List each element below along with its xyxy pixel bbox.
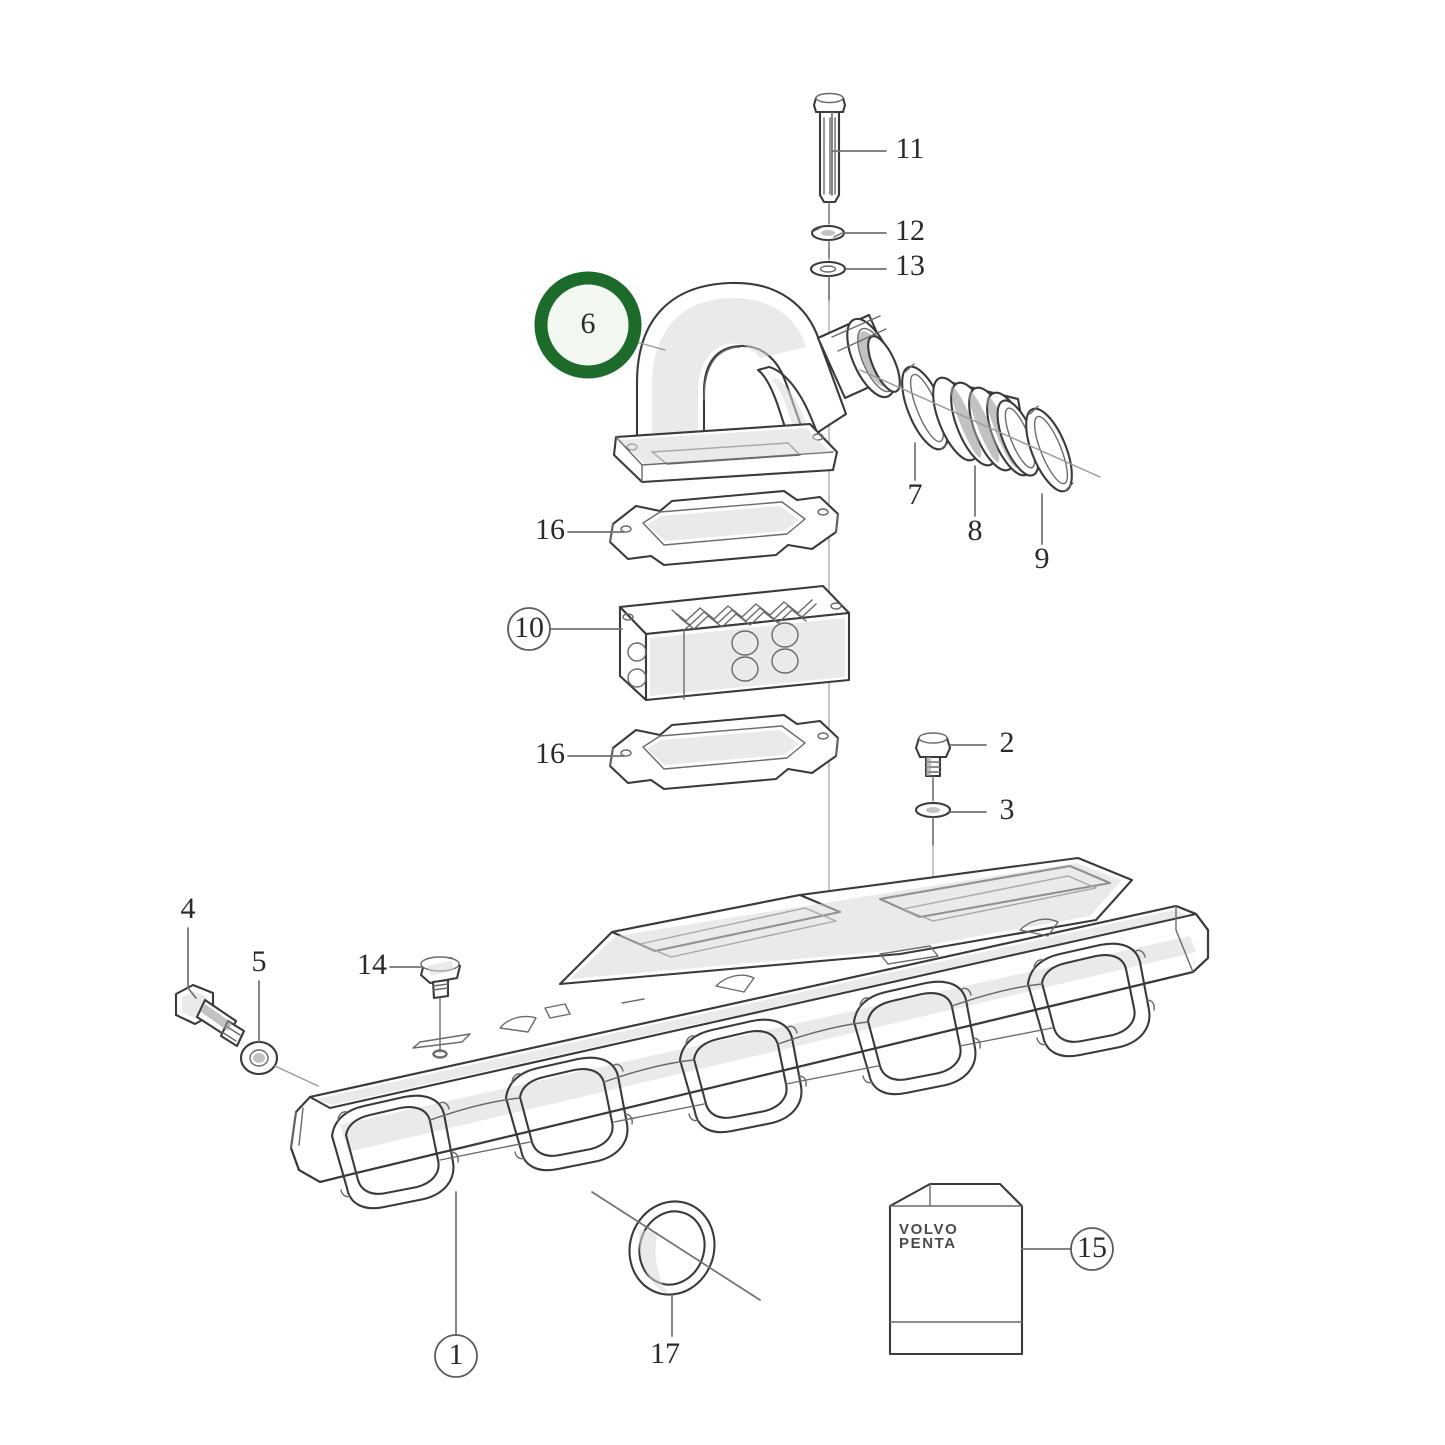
svg-text:10: 10	[514, 611, 544, 644]
part-hex-bolt	[174, 983, 246, 1048]
package-brand-line1: VOLVO	[899, 1221, 958, 1238]
manifold-port	[330, 1094, 459, 1210]
callout-3[interactable]: 3	[1000, 793, 1015, 826]
part-upper-gasket	[608, 489, 840, 567]
callout-6-highlighted[interactable]: 6	[534, 271, 642, 379]
svg-text:6: 6	[581, 307, 596, 340]
callout-16-upper[interactable]: 16	[535, 513, 565, 546]
callout-8[interactable]: 8	[968, 514, 983, 547]
part-flange-bolt	[914, 732, 952, 801]
svg-text:9: 9	[1035, 542, 1050, 575]
part-flat-washer	[809, 260, 847, 301]
svg-text:12: 12	[895, 214, 925, 247]
part-lower-gasket	[608, 713, 840, 791]
svg-text:14: 14	[357, 948, 387, 981]
svg-text:7: 7	[908, 478, 923, 511]
part-intake-elbow	[612, 281, 901, 484]
part-hose-clamp-front	[901, 363, 951, 451]
part-lock-washer	[810, 224, 846, 259]
svg-text:13: 13	[895, 249, 925, 282]
highlight-ring	[534, 271, 642, 379]
callout-15[interactable]: 15	[1070, 1227, 1114, 1271]
svg-text:16: 16	[535, 737, 565, 770]
callout-13[interactable]: 13	[895, 249, 925, 282]
svg-text:5: 5	[252, 945, 267, 978]
callout-9[interactable]: 9	[1035, 542, 1050, 575]
manifold-port	[1026, 942, 1155, 1058]
callout-balloon	[507, 607, 551, 651]
part-heater-element	[618, 584, 851, 702]
callout-16-lower[interactable]: 16	[535, 737, 565, 770]
part-gasket-kit-package: VOLVO PENTA	[888, 1182, 1024, 1356]
callout-2[interactable]: 2	[1000, 726, 1015, 759]
callout-labels: 11 12 13 6 7 8 9	[181, 132, 1114, 1378]
part-bellows-hose	[932, 376, 1040, 477]
svg-text:17: 17	[650, 1337, 680, 1370]
svg-text:4: 4	[181, 892, 196, 925]
callout-leaders	[187, 111, 1072, 1337]
svg-text:3: 3	[1000, 793, 1015, 826]
svg-text:2: 2	[1000, 726, 1015, 759]
part-o-ring	[591, 1191, 761, 1301]
svg-text:11: 11	[896, 132, 925, 165]
svg-text:16: 16	[535, 513, 565, 546]
part-washer-3	[914, 801, 952, 846]
package-brand-line2: PENTA	[899, 1235, 957, 1252]
part-intake-manifold	[289, 856, 1210, 1210]
part-washer-5	[239, 1040, 279, 1076]
callout-7[interactable]: 7	[908, 478, 923, 511]
callout-balloon	[1070, 1227, 1114, 1271]
callout-14[interactable]: 14	[357, 948, 387, 981]
part-hose-clamp-rear	[859, 369, 1101, 493]
callout-1[interactable]: 1	[434, 1334, 478, 1378]
callout-17[interactable]: 17	[650, 1337, 680, 1370]
svg-text:15: 15	[1077, 1231, 1107, 1264]
svg-text:1: 1	[449, 1338, 464, 1371]
part-long-bolt	[812, 92, 847, 225]
callout-4[interactable]: 4	[181, 892, 196, 925]
callout-5[interactable]: 5	[252, 945, 267, 978]
callout-11[interactable]: 11	[896, 132, 925, 165]
svg-text:8: 8	[968, 514, 983, 547]
manifold-port	[504, 1056, 633, 1172]
callout-balloon	[434, 1334, 478, 1378]
part-plug-screw	[419, 956, 462, 1058]
callout-12[interactable]: 12	[895, 214, 925, 247]
callout-10[interactable]: 10	[507, 607, 551, 651]
